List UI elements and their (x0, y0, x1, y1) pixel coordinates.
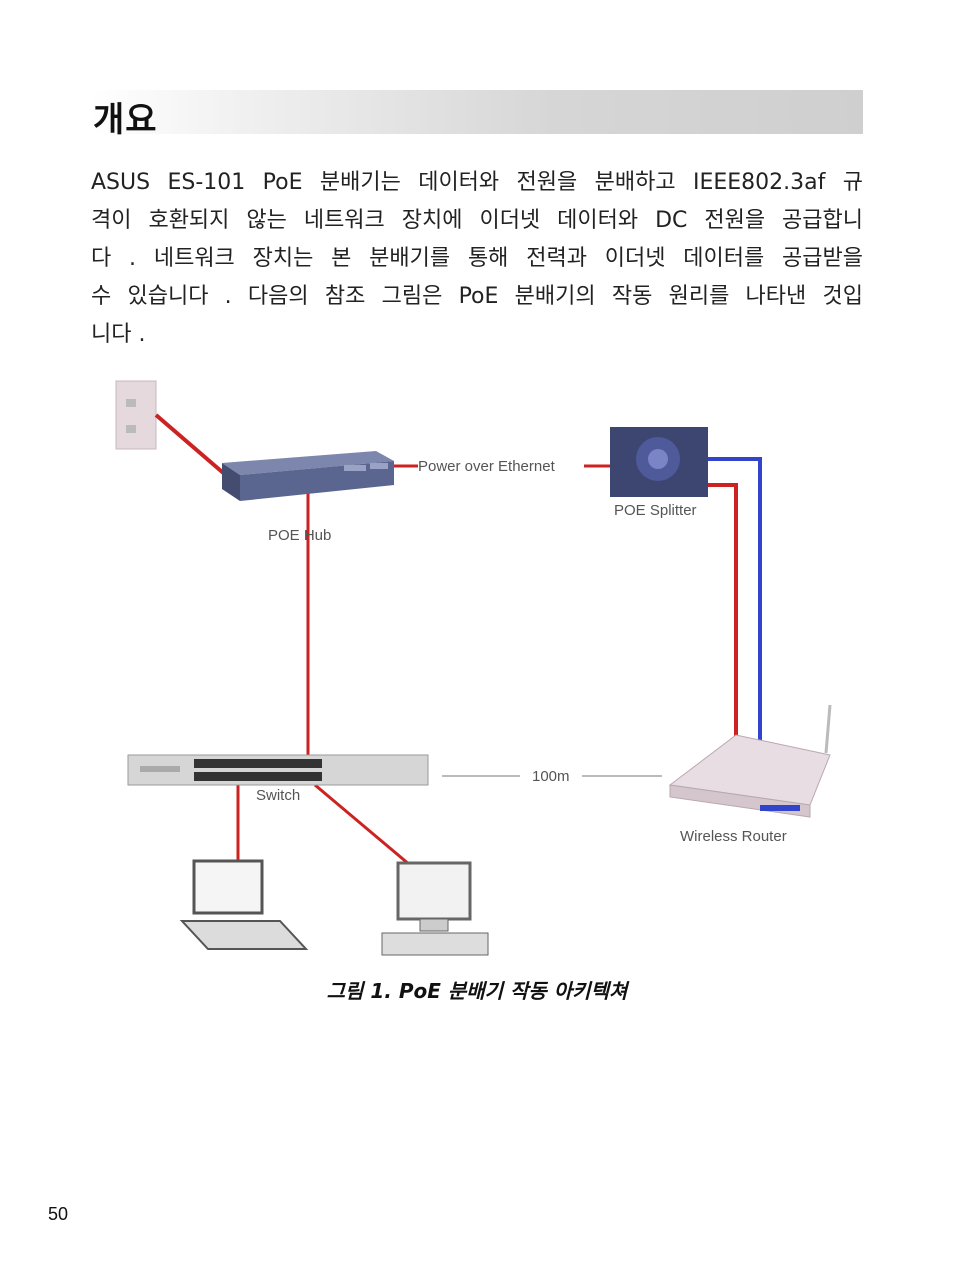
splitter-data-cable (708, 457, 762, 745)
label-wireless-router: Wireless Router (680, 828, 787, 845)
label-switch: Switch (256, 787, 300, 804)
section-heading-bar: 개요 (91, 90, 863, 140)
desktop-device (381, 861, 489, 956)
wall-outlet (115, 380, 157, 450)
paragraph-line: 다 . 네트워크 장치는 본 분배기를 통해 전력과 이더넷 데이터를 공급받을 (91, 246, 863, 271)
page-number: 50 (48, 1204, 69, 1224)
switch-device (127, 754, 429, 786)
laptop-device (179, 859, 309, 950)
intro-paragraph: ASUS ES-101 PoE 분배기는 데이터와 전원을 분배하고 IEEE8… (91, 164, 863, 354)
poe-architecture-diagram: Power over Ethernet POE Hub POE Splitter… (115, 380, 832, 956)
splitter-power-cable (708, 483, 738, 743)
wireless-router-device (668, 704, 832, 818)
paragraph-line: 니다 . (91, 322, 146, 347)
label-distance: 100m (532, 768, 570, 785)
poe-splitter-device (610, 427, 708, 497)
paragraph-line: 수 있습니다 . 다음의 참조 그림은 PoE 분배기의 작동 원리를 나타낸 … (91, 284, 863, 309)
section-heading: 개요 (93, 100, 158, 140)
outlet-to-hub-cable (154, 413, 230, 479)
label-poe-splitter: POE Splitter (614, 502, 697, 519)
paragraph-line: 격이 호환되지 않는 네트워크 장치에 이더넷 데이터와 DC 전원을 공급합니 (91, 208, 863, 233)
poe-hub-device (222, 451, 394, 501)
figure-caption: 그림 1. PoE 분배기 작동 아키텍쳐 (326, 979, 628, 1003)
paragraph-line: ASUS ES-101 PoE 분배기는 데이터와 전원을 분배하고 IEEE8… (91, 170, 863, 195)
label-poe-hub: POE Hub (268, 527, 331, 544)
switch-to-desktop-cable (314, 783, 411, 867)
label-power-over-ethernet: Power over Ethernet (418, 458, 556, 475)
